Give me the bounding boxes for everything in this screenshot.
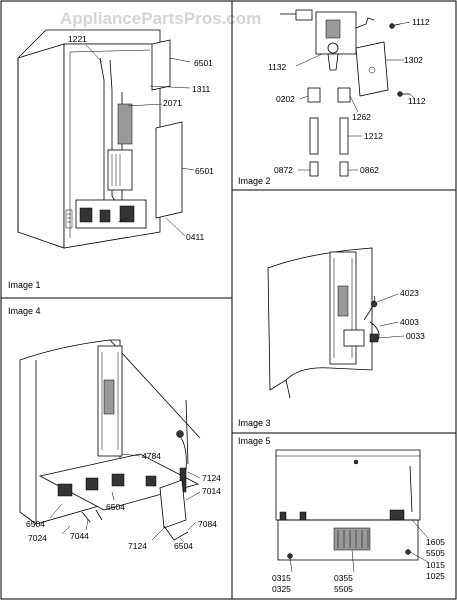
image3-label-1: 4023 bbox=[400, 288, 419, 298]
image5-label-5: 0315 bbox=[272, 573, 291, 583]
image2-panel: 1112 1132 1302 0202 1262 1112 1212 0872 … bbox=[238, 9, 430, 186]
image2-label-6: 1112 bbox=[408, 96, 426, 106]
image4-label-6: 7044 bbox=[70, 531, 89, 541]
image2-caption: Image 2 bbox=[238, 176, 271, 186]
image2-leaders bbox=[295, 21, 415, 171]
image5-label-1: 1605 bbox=[426, 537, 445, 547]
image4-label-8: 7024 bbox=[28, 533, 47, 543]
image4-label-3: 6504 bbox=[106, 502, 125, 512]
image1-label-1: 1221 bbox=[68, 34, 87, 44]
image4-label-9: 7124 bbox=[128, 541, 147, 551]
image5-label-7: 0355 bbox=[334, 573, 353, 583]
image1-caption: Image 1 bbox=[8, 280, 41, 290]
image3-panel: 4023 4003 0033 Image 3 bbox=[238, 247, 425, 428]
image5-cabinet-drawing bbox=[275, 449, 421, 561]
image4-label-5: 6504 bbox=[26, 519, 45, 529]
image1-label-4: 2071 bbox=[163, 98, 182, 108]
image4-label-1: 4784 bbox=[142, 451, 161, 461]
image4-cabinet-drawing bbox=[19, 339, 201, 541]
image4-panel: 4784 7124 6504 7014 6504 7044 7084 7024 … bbox=[8, 306, 221, 551]
image4-label-2: 7124 bbox=[202, 473, 221, 483]
image2-label-2: 1132 bbox=[268, 62, 287, 72]
image4-leaders bbox=[49, 453, 201, 543]
image4-caption: Image 4 bbox=[8, 306, 41, 316]
image2-valve-drawing bbox=[280, 9, 410, 177]
image4-label-7: 7084 bbox=[198, 519, 217, 529]
image4-label-4: 7014 bbox=[202, 486, 221, 496]
image3-caption: Image 3 bbox=[238, 418, 271, 428]
image1-leaders bbox=[85, 44, 195, 237]
image5-label-8: 5505 bbox=[334, 584, 353, 594]
image2-label-9: 0862 bbox=[360, 165, 379, 175]
image5-caption: Image 5 bbox=[238, 436, 271, 446]
image5-label-2: 5505 bbox=[426, 548, 445, 558]
image1-cabinet-drawing bbox=[17, 29, 183, 249]
image1-label-6: 0411 bbox=[186, 232, 205, 242]
image1-label-3: 1311 bbox=[192, 84, 211, 94]
image5-panel: 1605 5505 1015 1025 0315 0325 0355 5505 … bbox=[238, 436, 445, 594]
image5-label-6: 0325 bbox=[272, 584, 291, 594]
image2-label-3: 1302 bbox=[404, 55, 423, 65]
image2-label-7: 1212 bbox=[364, 131, 383, 141]
image5-label-4: 1025 bbox=[426, 571, 445, 581]
image3-label-3: 0033 bbox=[406, 331, 425, 341]
image3-leaders bbox=[376, 293, 405, 339]
image1-label-2: 6501 bbox=[194, 58, 213, 68]
image2-label-8: 0872 bbox=[274, 165, 293, 175]
image3-label-2: 4003 bbox=[400, 317, 419, 327]
image5-label-3: 1015 bbox=[426, 560, 445, 570]
image1-panel: 1221 6501 1311 2071 6501 0411 Image 1 bbox=[8, 29, 214, 290]
watermark: AppliancePartsPros.com bbox=[60, 9, 261, 28]
image2-label-5: 1262 bbox=[352, 112, 371, 122]
image1-label-5: 6501 bbox=[195, 166, 214, 176]
image4-label-10: 6504 bbox=[174, 541, 193, 551]
image2-label-4: 0202 bbox=[276, 94, 295, 104]
image2-label-1: 1112 bbox=[412, 17, 430, 27]
image3-cabinet-drawing bbox=[267, 247, 380, 399]
image5-leaders bbox=[289, 519, 429, 573]
